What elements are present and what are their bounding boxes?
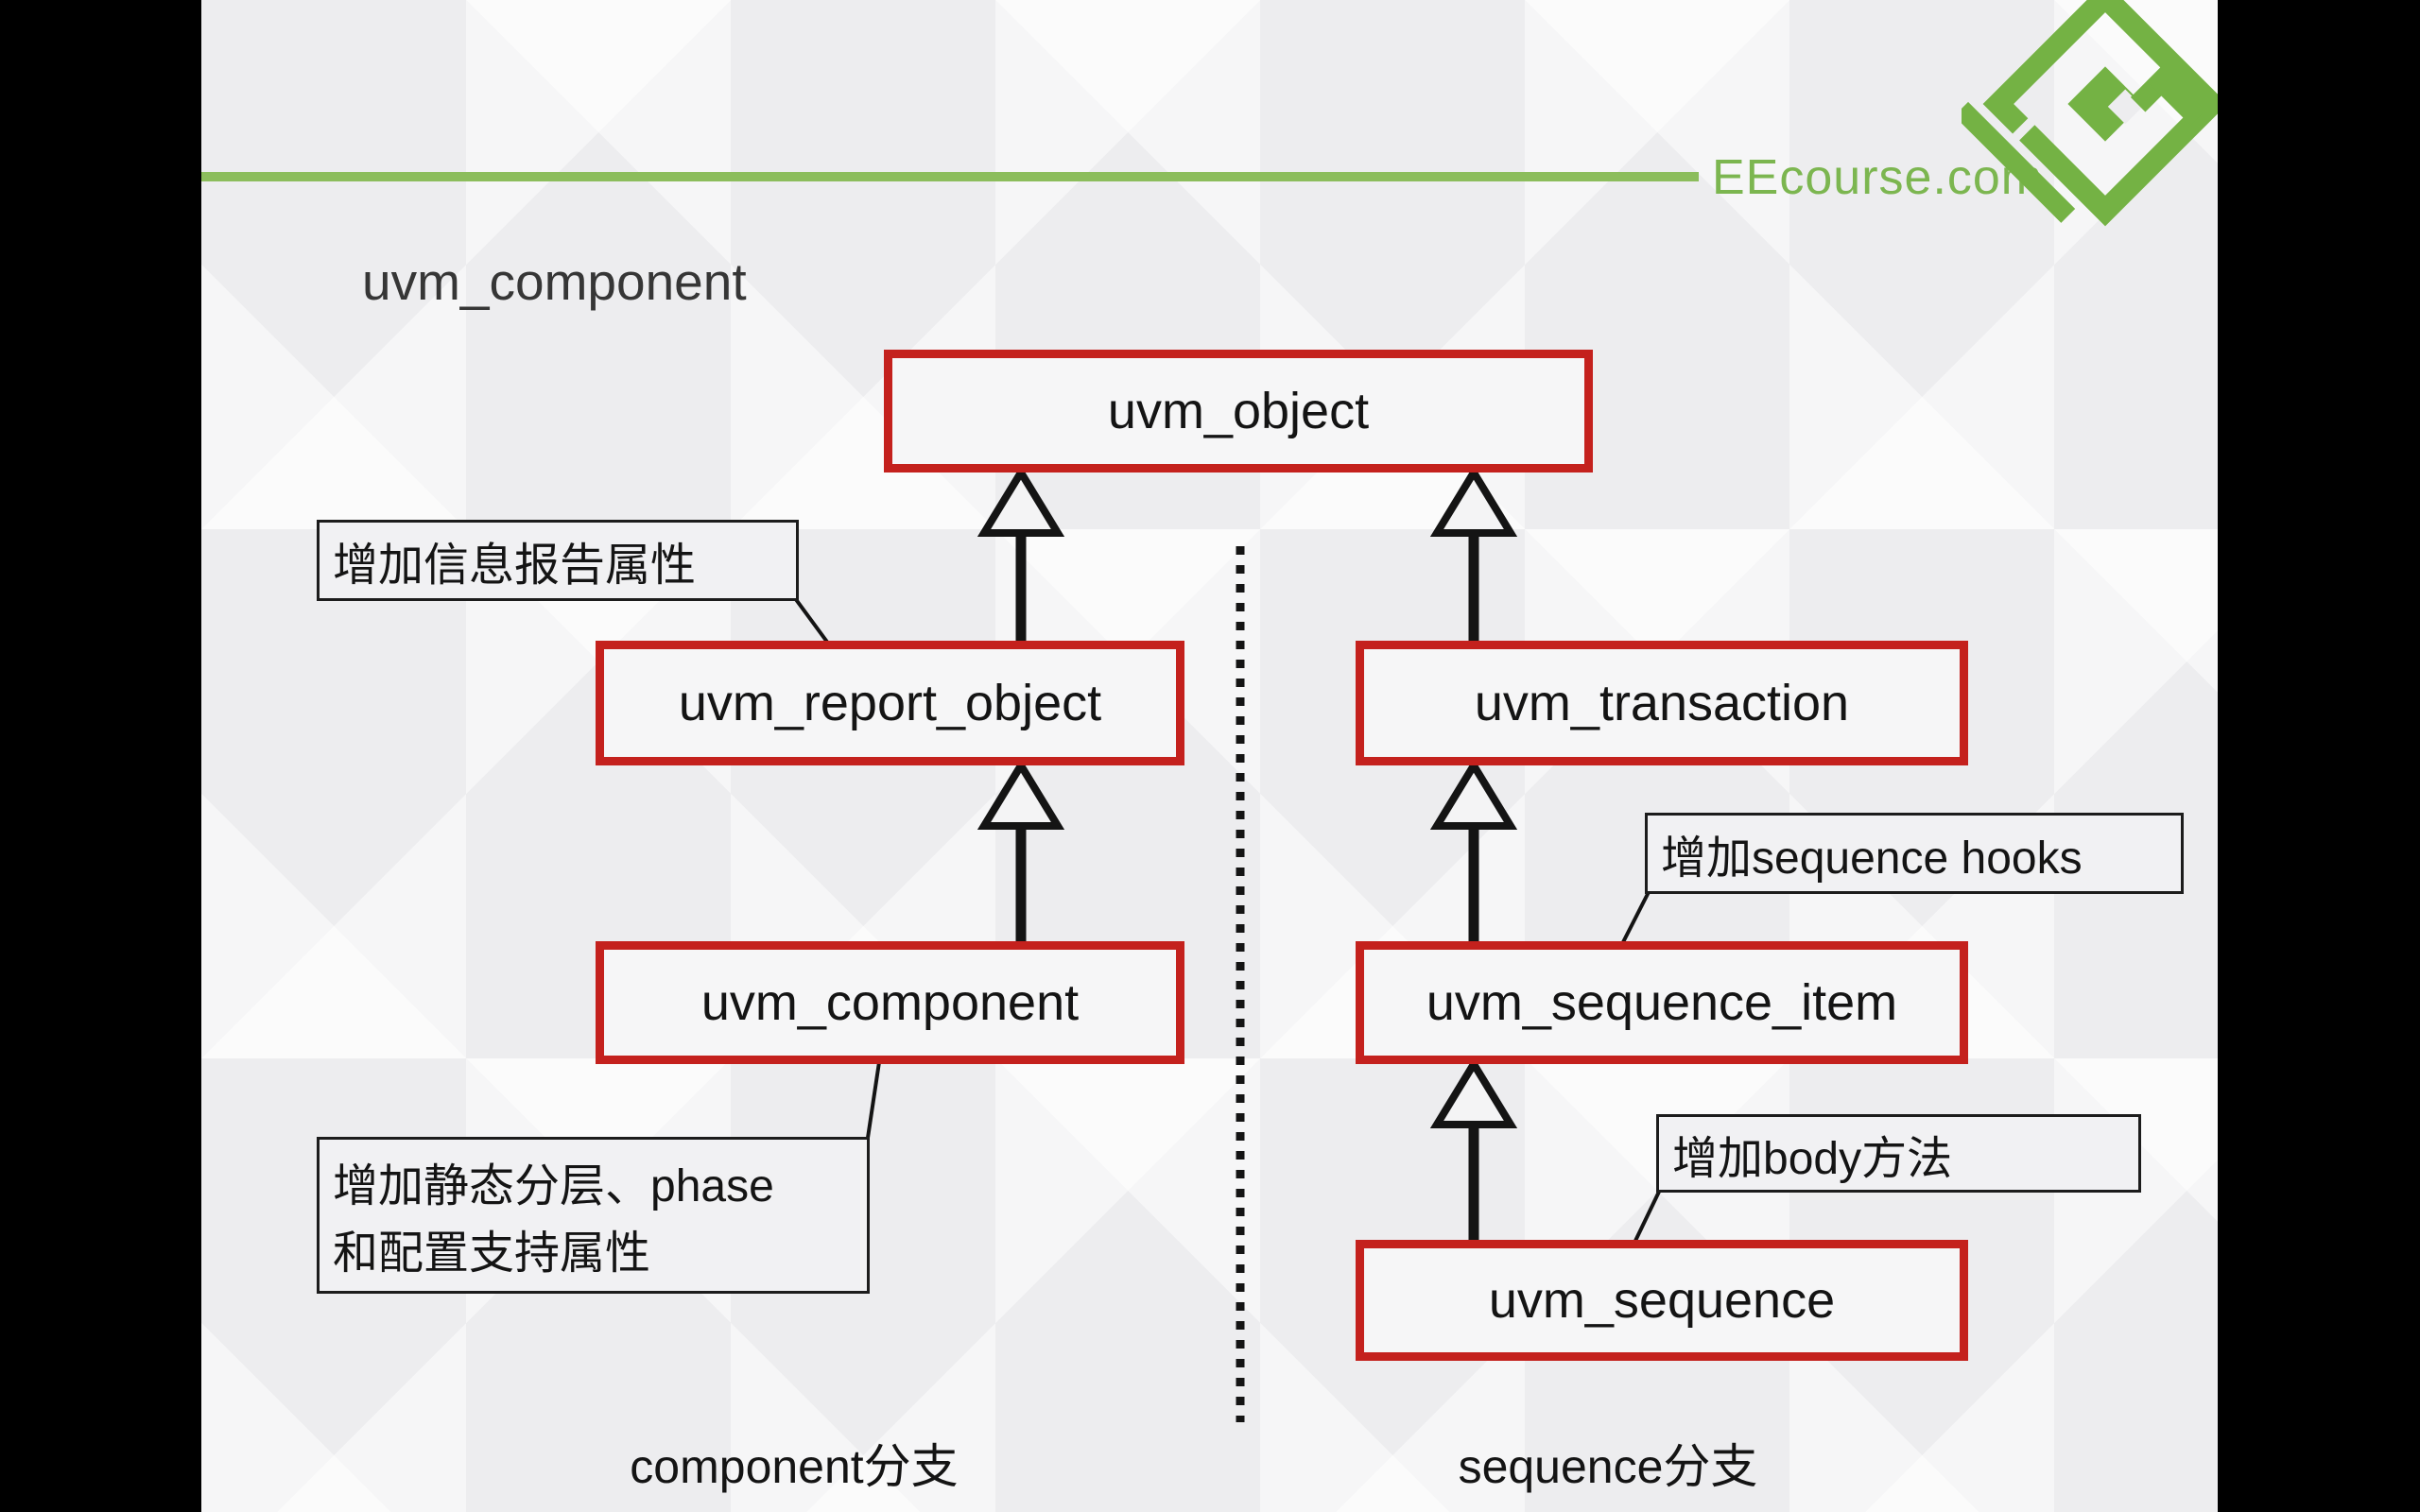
page-title: uvm_component [362, 252, 747, 311]
class-label: uvm_object [1107, 383, 1370, 439]
brand-site-label: EEcourse.com [1712, 150, 2044, 205]
annotation-text: 增加body方法 [1672, 1133, 1953, 1184]
annotation-report-attrs: 增加信息报告属性 [317, 520, 799, 601]
header-rule [201, 172, 1699, 181]
class-box-uvm-transaction: uvm_transaction [1356, 641, 1968, 765]
letterbox-left [0, 0, 202, 1512]
annotation-component-attrs: 增加静态分层、phase 和配置支持属性 [317, 1137, 870, 1294]
inheritance-arrow [977, 465, 1065, 646]
annotation-text-line: 增加静态分层、phase [333, 1161, 774, 1211]
annotation-text: 增加信息报告属性 [333, 541, 697, 591]
eecourse-logo-icon [1962, 0, 2218, 227]
inheritance-arrow [1429, 758, 1518, 945]
annotation-body-method: 增加body方法 [1656, 1114, 2141, 1193]
annotation-text-line: 和配置支持属性 [333, 1228, 651, 1280]
letterbox-right [2218, 0, 2420, 1512]
class-label: uvm_report_object [678, 675, 1102, 731]
class-box-uvm-object: uvm_object [884, 350, 1593, 472]
class-box-uvm-component: uvm_component [596, 941, 1184, 1064]
class-box-uvm-report-object: uvm_report_object [596, 641, 1184, 765]
branch-label-sequence: sequence分支 [1458, 1440, 1758, 1493]
inheritance-arrow [1429, 465, 1518, 646]
class-box-uvm-sequence-item: uvm_sequence_item [1356, 941, 1968, 1064]
class-label: uvm_sequence [1488, 1272, 1836, 1329]
class-label: uvm_sequence_item [1426, 974, 1898, 1031]
inheritance-arrow [1429, 1057, 1518, 1244]
annotation-text: 增加sequence hooks [1661, 833, 2083, 884]
class-label: uvm_transaction [1474, 675, 1850, 731]
class-label: uvm_component [700, 974, 1080, 1031]
diagram-connectors [793, 465, 1661, 1422]
branch-label-component: component分支 [630, 1440, 959, 1493]
inheritance-arrow [977, 758, 1065, 945]
slide: EEcourse.com uvm_component [201, 0, 2218, 1512]
class-box-uvm-sequence: uvm_sequence [1356, 1240, 1968, 1361]
annotation-sequence-hooks: 增加sequence hooks [1645, 813, 2184, 894]
